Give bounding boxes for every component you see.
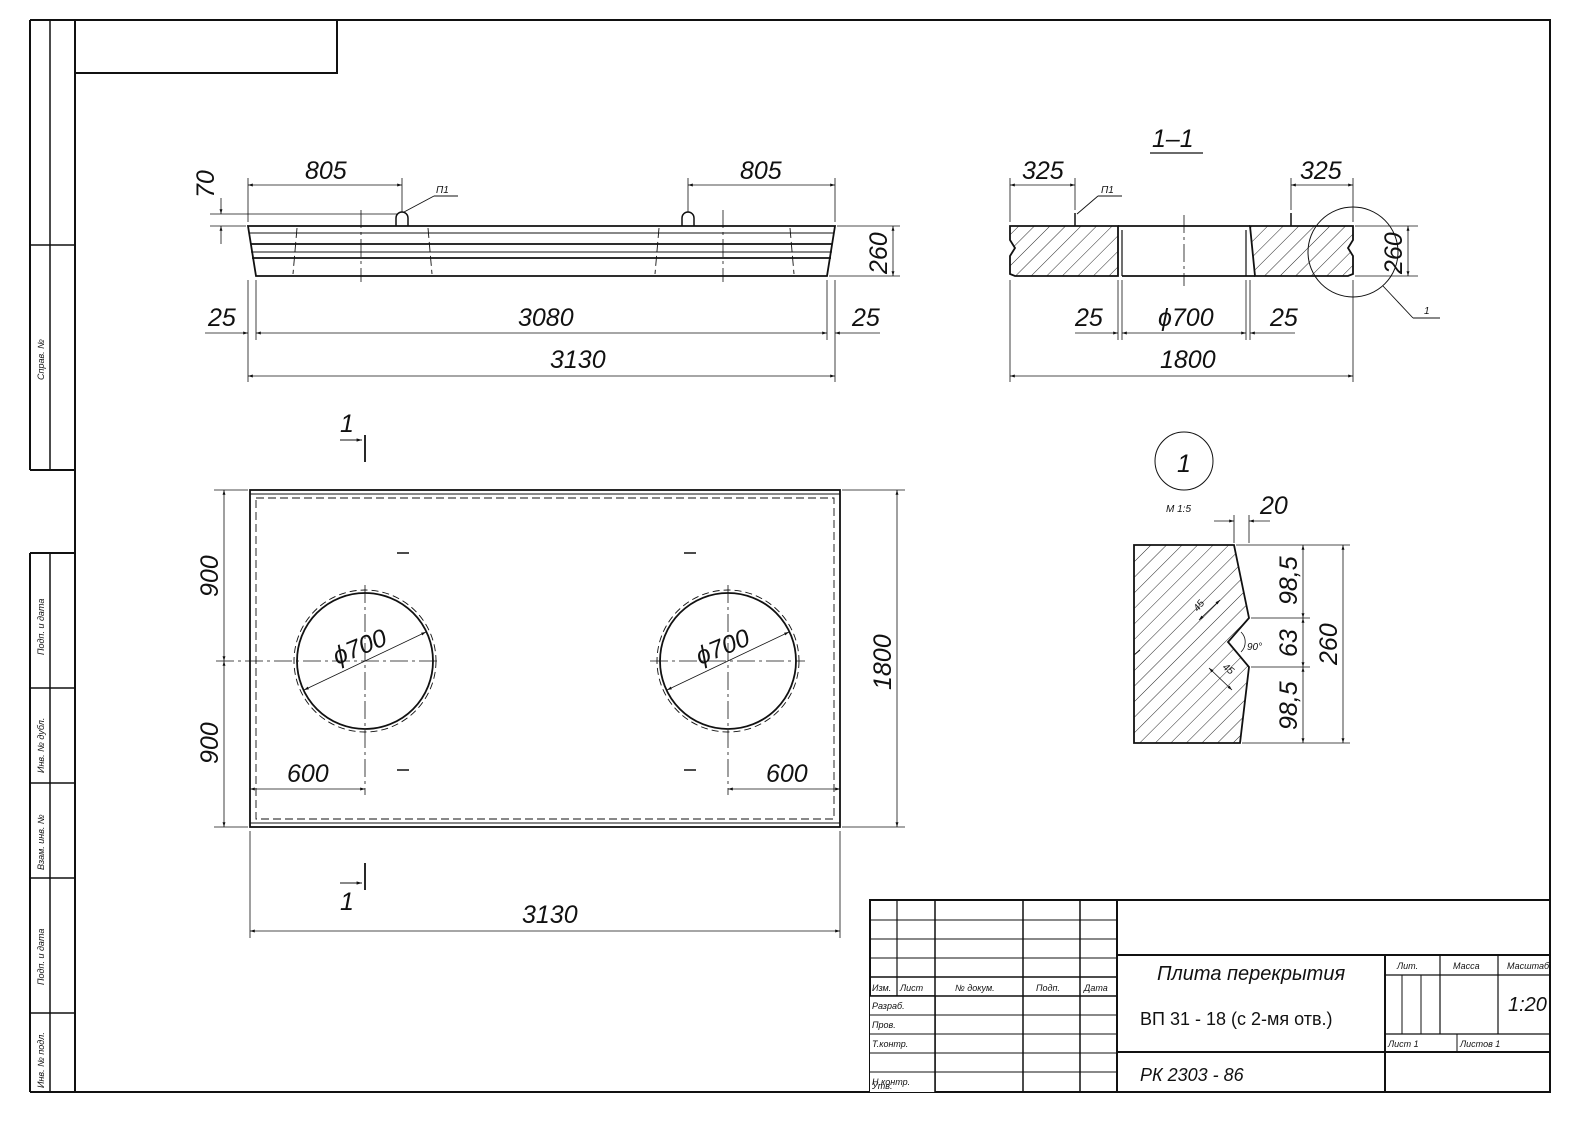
stamp-vzam-inv: Взам. инв. № — [36, 814, 46, 870]
tb-code: РК 2303 - 86 — [1140, 1065, 1245, 1085]
plan-dim-3130: 3130 — [522, 901, 578, 929]
tb-row-tkontr: Т.контр. — [872, 1039, 908, 1049]
tb-col-doc: № докум. — [955, 983, 995, 993]
section-dim-325-left: 325 — [1022, 157, 1064, 185]
tb-sheets: Листов 1 — [1459, 1039, 1500, 1049]
tb-massa: Масса — [1453, 961, 1480, 971]
detail-dim-20: 20 — [1259, 492, 1288, 520]
plan-view: ϕ700 ϕ700 1 1 900 900 1800 600 600 — [196, 410, 905, 938]
section-title: 1–1 — [1152, 125, 1194, 153]
section-view: 1–1 П1 1 325 325 260 — [1009, 125, 1440, 382]
tb-row-utv: Утв. — [871, 1081, 892, 1091]
plan-dim-900-bottom: 900 — [196, 722, 224, 764]
tb-col-izm: Изм. — [872, 983, 891, 993]
section-dim-25-left: 25 — [1074, 304, 1103, 332]
stamp-sprav: Справ. № — [36, 339, 46, 380]
tb-row-prov: Пров. — [872, 1020, 896, 1030]
plan-dim-900-top: 900 — [196, 555, 224, 597]
tb-scale: 1:20 — [1508, 994, 1547, 1016]
stamp-inv-podl: Инв. № подл. — [36, 1032, 46, 1088]
tb-title-line2: ВП 31 - 18 (с 2-мя отв.) — [1140, 1009, 1333, 1029]
stamp-podp-data-1: Подп. и дата — [36, 599, 46, 655]
section-dim-260: 260 — [1380, 232, 1408, 275]
detail-angle: 90° — [1247, 642, 1262, 653]
title-block: Изм. Лист № докум. Подп. Дата Разраб. Пр… — [869, 899, 1551, 1093]
side-dim-805-right: 805 — [740, 157, 782, 185]
side-stamp-labels: Справ. № Подп. и дата Инв. № дубл. Взам.… — [36, 339, 46, 1088]
section-loop-label: П1 — [1101, 185, 1114, 196]
detail-dim-98-5-top: 98,5 — [1275, 556, 1303, 605]
plan-cut-top: 1 — [340, 410, 354, 438]
tb-col-podp: Подп. — [1036, 983, 1060, 993]
tb-lit: Лит. — [1396, 961, 1418, 971]
sheet-frame — [29, 19, 1551, 1093]
side-dim-260: 260 — [865, 232, 893, 275]
tb-row-nkontr: Н.контр. — [872, 1077, 910, 1087]
plan-cut-bottom: 1 — [340, 888, 354, 916]
detail-view: 1 М 1:5 20 45 45 90° 98,5 63 98,5 260 — [1133, 431, 1350, 744]
tb-masshtab: Масштаб — [1507, 961, 1550, 971]
plan-dim-600-left: 600 — [287, 760, 329, 788]
side-view: П1 805 805 70 260 25 25 3080 3130 — [192, 157, 900, 382]
section-dim-25-right: 25 — [1269, 304, 1298, 332]
side-dim-3130: 3130 — [550, 346, 606, 374]
detail-number: 1 — [1177, 450, 1191, 478]
section-callout: 1 — [1424, 306, 1430, 317]
plan-dim-1800: 1800 — [869, 634, 897, 690]
stamp-podp-data-2: Подп. и дата — [36, 929, 46, 985]
tb-title-line1: Плита перекрытия — [1157, 963, 1345, 985]
side-dim-805-left: 805 — [305, 157, 347, 185]
side-dim-70: 70 — [192, 170, 220, 198]
detail-dim-63: 63 — [1275, 629, 1303, 657]
detail-scale: М 1:5 — [1166, 504, 1191, 515]
side-dim-25-right: 25 — [851, 304, 880, 332]
section-dim-1800: 1800 — [1160, 346, 1216, 374]
plan-dim-600-right: 600 — [766, 760, 808, 788]
section-dim-325-right: 325 — [1300, 157, 1342, 185]
side-dim-3080: 3080 — [518, 304, 574, 332]
tb-col-list: Лист — [899, 983, 924, 993]
detail-dim-98-5-bottom: 98,5 — [1275, 681, 1303, 730]
side-loop-label: П1 — [436, 185, 449, 196]
stamp-inv-dubl: Инв. № дубл. — [36, 718, 46, 773]
tb-sheet: Лист 1 — [1387, 1039, 1419, 1049]
detail-dim-260: 260 — [1315, 623, 1343, 666]
tb-col-data: Дата — [1083, 983, 1108, 993]
side-dim-25-left: 25 — [207, 304, 236, 332]
section-dim-hole: ϕ700 — [1158, 304, 1214, 332]
tb-row-razrab: Разраб. — [872, 1001, 905, 1011]
